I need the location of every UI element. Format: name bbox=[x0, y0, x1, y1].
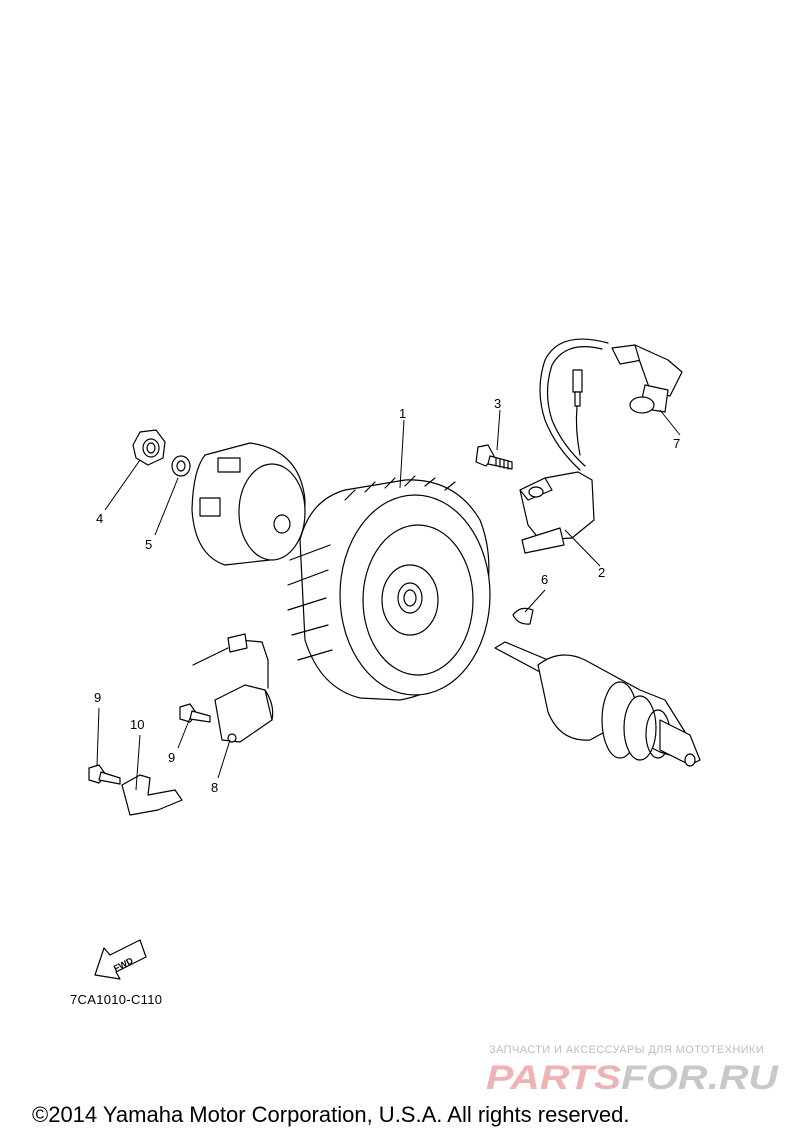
washer bbox=[171, 455, 191, 477]
bolt-lower bbox=[88, 764, 121, 785]
ignition-coil bbox=[519, 471, 595, 554]
flywheel bbox=[287, 475, 491, 701]
callout-1: 1 bbox=[399, 406, 406, 421]
callout-8: 8 bbox=[211, 780, 218, 795]
callout-9-upper: 9 bbox=[94, 690, 101, 705]
callout-9-middle: 9 bbox=[168, 750, 175, 765]
bolt-pulser bbox=[179, 703, 211, 723]
wire-terminal bbox=[572, 369, 583, 456]
woodruff-key bbox=[512, 607, 534, 625]
bolt-upper bbox=[475, 444, 513, 470]
stator-housing bbox=[191, 442, 306, 566]
fwd-arrow-icon: FWD bbox=[94, 939, 147, 980]
callout-5: 5 bbox=[145, 537, 152, 552]
copyright-notice: ©2014 Yamaha Motor Corporation, U.S.A. A… bbox=[32, 1102, 630, 1127]
callout-10: 10 bbox=[130, 717, 144, 732]
bracket bbox=[121, 774, 183, 816]
callout-6: 6 bbox=[541, 572, 548, 587]
watermark-tagline: ЗАПЧАСТИ И АКСЕССУАРЫ ДЛЯ МОТОТЕХНИКИ bbox=[489, 1044, 765, 1056]
callout-7: 7 bbox=[673, 436, 680, 451]
crankshaft bbox=[494, 641, 701, 767]
callout-3: 3 bbox=[494, 396, 501, 411]
figure-code: 7CA1010-C110 bbox=[70, 992, 163, 1007]
nut bbox=[132, 429, 166, 466]
callout-4: 4 bbox=[96, 511, 103, 526]
leader-lines bbox=[96, 409, 681, 791]
plug-cap-and-lead bbox=[539, 338, 683, 471]
pulser-coil bbox=[192, 633, 274, 743]
callout-2: 2 bbox=[598, 565, 605, 580]
